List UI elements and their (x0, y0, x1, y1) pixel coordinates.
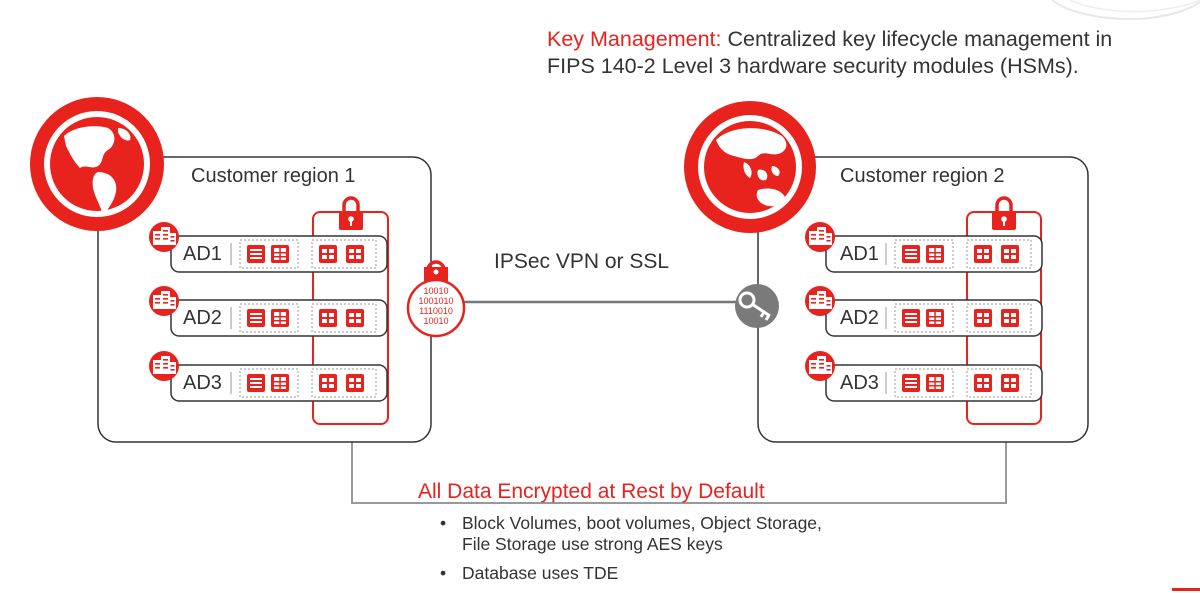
encryption-bullet-list: Block Volumes, boot volumes, Object Stor… (438, 513, 822, 592)
region-1-ad-label: AD2 (183, 307, 222, 329)
bullet-line: Database uses TDE (462, 563, 619, 583)
binary-line: 1110010 (419, 306, 453, 316)
vpn-label: IPSec VPN or SSL (494, 250, 670, 273)
binary-line: 10010 (423, 286, 448, 296)
region-2-globe-icon (684, 101, 816, 233)
binary-line: 10010 (423, 316, 448, 326)
key-management-line1: Centralized key lifecycle management in (721, 27, 1113, 51)
region-1 (30, 97, 432, 443)
region-2-ad-label: AD1 (840, 243, 879, 265)
binary-line: 1001010 (418, 296, 453, 306)
region-2-title: Customer region 2 (840, 165, 1005, 187)
corner-decoration (1051, 0, 1200, 21)
key-management-note: Key Management: Centralized key lifecycl… (547, 26, 1197, 80)
bullet-line: Block Volumes, boot volumes, Object Stor… (462, 513, 822, 533)
region-1-ad-label: AD3 (183, 372, 222, 394)
region-1-globe-icon (30, 97, 164, 231)
region-2 (684, 101, 1089, 443)
corner-accent (1172, 588, 1200, 591)
region-1-title: Customer region 1 (191, 165, 356, 187)
encryption-title: All Data Encrypted at Rest by Default (418, 480, 765, 503)
region-2-ad-label: AD2 (840, 307, 879, 329)
encryption-connector (351, 420, 1007, 504)
key-icon (735, 284, 779, 328)
encrypted-data-lock-icon: 10010 1001010 1110010 10010 (406, 260, 466, 338)
bullet-item: Block Volumes, boot volumes, Object Stor… (438, 513, 822, 555)
bullet-item: Database uses TDE (438, 563, 822, 584)
key-management-label: Key Management: (547, 27, 722, 51)
region-2-ad-label: AD3 (840, 372, 879, 394)
region-1-ad-label: AD1 (183, 243, 222, 265)
key-management-line2: FIPS 140-2 Level 3 hardware security mod… (547, 54, 1079, 78)
bullet-line: File Storage use strong AES keys (462, 534, 723, 554)
